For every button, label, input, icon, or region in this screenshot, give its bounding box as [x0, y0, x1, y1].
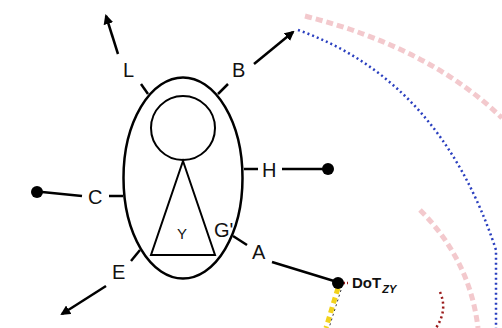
spoke-line — [42, 192, 82, 196]
node-outline — [150, 160, 216, 256]
ellipse-node: G' Y — [122, 76, 244, 280]
node-text: Y — [177, 226, 187, 241]
spoke-label: E — [112, 262, 125, 282]
yellow-dashed-line — [326, 288, 338, 328]
spoke-label: B — [232, 60, 245, 80]
spoke-tick — [244, 168, 258, 171]
spoke-tick — [131, 250, 140, 261]
spoke-tick — [233, 236, 247, 245]
spoke-label: L — [123, 60, 134, 80]
end-dot — [322, 163, 334, 175]
end-dot — [332, 277, 344, 289]
node-text: G' — [214, 220, 233, 240]
end-dot — [31, 186, 43, 198]
spoke-line — [282, 168, 324, 171]
pink-dashed-curve — [420, 210, 478, 328]
pink-dashed-curve — [305, 16, 502, 118]
triangle-node: Y — [150, 160, 216, 256]
spoke-label: A — [252, 242, 265, 262]
point-label: DoT — [352, 275, 381, 290]
spoke-label: C — [88, 187, 102, 207]
blue-dotted-curve — [298, 30, 496, 328]
spoke-tick — [218, 84, 228, 94]
arrow — [106, 16, 118, 54]
spoke-line — [272, 262, 334, 281]
spoke-tick — [141, 84, 148, 94]
point-subscript: ZY — [382, 284, 396, 295]
arrow — [62, 286, 106, 314]
red-dotted-curve — [436, 292, 443, 328]
spoke-label: H — [262, 160, 276, 180]
node-outline — [122, 76, 244, 280]
spoke-tick — [109, 195, 123, 198]
arrow — [254, 32, 293, 64]
dotted-line — [329, 290, 341, 328]
